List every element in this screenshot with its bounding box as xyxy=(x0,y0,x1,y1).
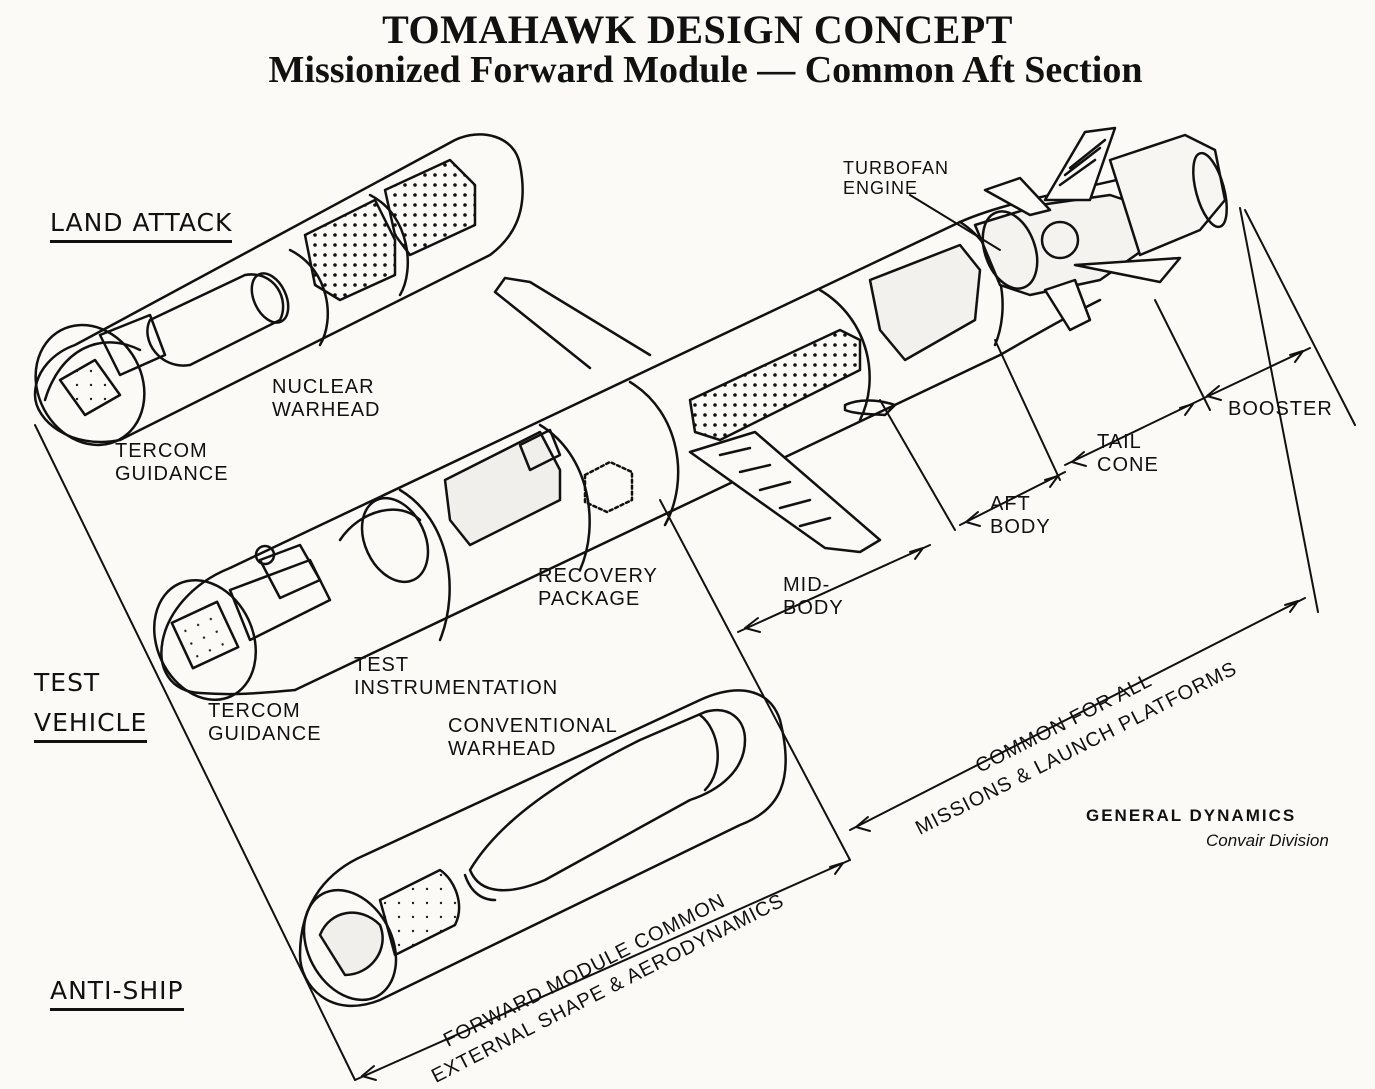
label-mid-body: MID-BODY xyxy=(783,574,844,619)
aftbody-cutaway xyxy=(868,243,982,362)
section-test-vehicle: VEHICLE xyxy=(34,708,148,743)
section-test-line1: TEST xyxy=(34,668,101,697)
page-title: TOMAHAWK DESIGN CONCEPT xyxy=(382,7,1013,52)
lower-wing xyxy=(688,430,882,554)
nuclear-warhead-bay-2 xyxy=(383,158,477,257)
tail-fin-right xyxy=(1073,256,1182,284)
section-anti-ship: ANTI-SHIP xyxy=(50,976,184,1011)
midbody-cutaway xyxy=(688,328,862,442)
section-land-attack: LAND ATTACK xyxy=(50,208,233,243)
division-name: Convair Division xyxy=(1206,831,1329,850)
dimension-lines xyxy=(34,194,1356,1081)
main-missile-body xyxy=(152,170,1152,701)
land-attack-module xyxy=(33,133,524,447)
turbofan-section xyxy=(973,126,1228,332)
upper-wing xyxy=(493,276,652,370)
company-name: GENERAL DYNAMICS xyxy=(1086,806,1297,825)
tercom-guidance-box xyxy=(170,600,240,670)
label-booster: BOOSTER xyxy=(1228,398,1333,420)
tail-fin-left xyxy=(983,176,1052,217)
dotted-cube xyxy=(583,460,634,514)
page-subtitle: Missionized Forward Module — Common Aft … xyxy=(268,49,1143,91)
conventional-warhead xyxy=(468,709,747,892)
tail-fin-lower xyxy=(1043,278,1092,332)
anti-ship-module xyxy=(298,689,787,1007)
nuclear-warhead-bay xyxy=(303,198,397,302)
recovery-package xyxy=(443,430,562,547)
